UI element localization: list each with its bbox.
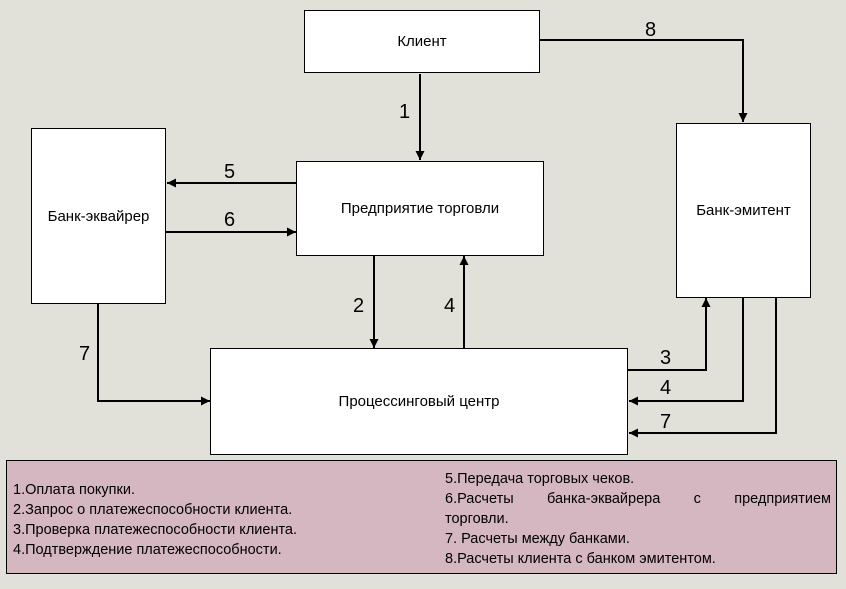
legend-right-column: 5.Передача торговых чеков. 6.Расчеты бан…: [445, 469, 831, 569]
legend-item-7: 7. Расчеты между банками.: [445, 531, 630, 547]
legend-item-6: 6.Расчеты банка-эквайрера с предприятием: [445, 491, 831, 507]
node-processing: Процессинговый центр: [210, 348, 628, 455]
legend-item-4: 4.Подтверждение платежеспособности.: [13, 542, 282, 558]
arrow-4-right: [629, 298, 744, 406]
label-arrow-7-right: 7: [660, 411, 672, 433]
arrow-7-left: [93, 295, 210, 406]
legend-item-1: 1.Оплата покупки.: [13, 482, 135, 498]
legend-left-column: 1.Оплата покупки. 2.Запрос о платежеспос…: [13, 480, 433, 560]
node-acquirer: Банк-эквайрер: [31, 128, 166, 304]
arrow-7-right: [629, 289, 781, 438]
label-arrow-4-top: 4: [444, 295, 456, 317]
node-issuer: Банк-эмитент: [676, 123, 811, 298]
label-arrow-7-left: 7: [79, 343, 91, 365]
label-arrow-6: 6: [224, 209, 236, 231]
legend-item-8: 8.Расчеты клиента с банком эмитентом.: [445, 551, 716, 567]
label-arrow-2: 2: [353, 295, 365, 317]
node-merchant: Предприятие торговли: [296, 161, 544, 256]
legend-item-2: 2.Запрос о платежеспособности клиента.: [13, 502, 293, 518]
legend-box: 1.Оплата покупки. 2.Запрос о платежеспос…: [6, 460, 837, 574]
label-arrow-8: 8: [645, 19, 657, 41]
legend-item-6-cont: торговли.: [445, 511, 509, 527]
node-client: Клиент: [304, 10, 540, 73]
label-arrow-1: 1: [399, 101, 411, 123]
label-arrow-3: 3: [660, 347, 672, 369]
label-arrow-4-right: 4: [660, 377, 672, 399]
legend-item-5: 5.Передача торговых чеков.: [445, 471, 635, 487]
label-arrow-5: 5: [224, 161, 236, 183]
legend-item-3: 3.Проверка платежеспособности клиента.: [13, 522, 298, 538]
arrow-8: [540, 39, 748, 122]
